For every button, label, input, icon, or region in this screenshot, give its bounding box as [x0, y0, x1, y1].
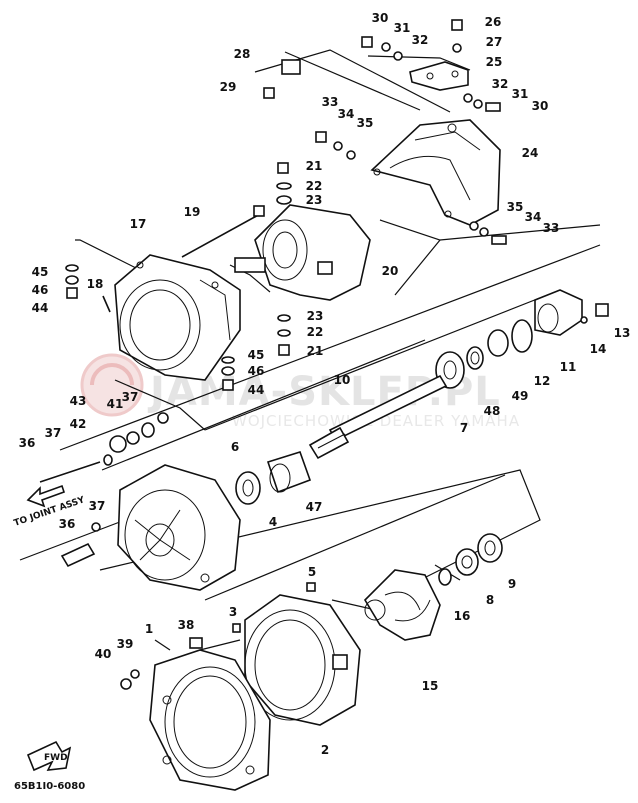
callout-32: 32 — [492, 77, 509, 91]
callout-47: 47 — [306, 500, 323, 514]
callout-45: 45 — [32, 265, 49, 279]
callout-25: 25 — [486, 55, 503, 69]
callout-22: 22 — [306, 179, 323, 193]
callout-39: 39 — [117, 637, 134, 651]
callout-30: 30 — [372, 11, 389, 25]
callout-28: 28 — [234, 47, 251, 61]
fasteners-left — [65, 264, 291, 391]
callout-44: 44 — [248, 383, 265, 397]
callout-36: 36 — [19, 436, 36, 450]
through-bolt-19 — [181, 205, 265, 258]
callout-31: 31 — [512, 87, 529, 101]
callout-37: 37 — [89, 499, 106, 513]
bearing-6-spacer-47 — [235, 451, 312, 505]
callout-36: 36 — [59, 517, 76, 531]
small-parts-3-5 — [232, 582, 316, 633]
callout-34: 34 — [338, 107, 355, 121]
plate-1 — [149, 649, 271, 791]
callout-34: 34 — [525, 210, 542, 224]
callout-33: 33 — [543, 221, 560, 235]
nozzle-cover-24 — [370, 119, 501, 226]
callout-35: 35 — [357, 116, 374, 130]
callout-7: 7 — [460, 421, 468, 435]
callout-26: 26 — [485, 15, 502, 29]
callout-17: 17 — [130, 217, 147, 231]
callout-37: 37 — [45, 426, 62, 440]
callout-9: 9 — [508, 577, 516, 591]
callout-21: 21 — [307, 344, 324, 358]
callout-48: 48 — [484, 404, 501, 418]
callout-10: 10 — [334, 373, 351, 387]
callout-19: 19 — [184, 205, 201, 219]
callout-35: 35 — [507, 200, 524, 214]
callout-16: 16 — [454, 609, 471, 623]
callout-41: 41 — [107, 397, 124, 411]
callout-46: 46 — [248, 364, 265, 378]
joint-assy-arrow: TO JOINT ASSY — [13, 484, 87, 529]
callout-27: 27 — [486, 35, 503, 49]
front-arrow-icon: FWD — [26, 740, 72, 772]
callout-31: 31 — [394, 21, 411, 35]
callout-42: 42 — [70, 417, 87, 431]
callout-24: 24 — [522, 146, 539, 160]
callout-23: 23 — [306, 193, 323, 207]
impeller-15 — [363, 569, 441, 641]
callout-12: 12 — [534, 374, 551, 388]
callout-49: 49 — [512, 389, 529, 403]
callout-30: 30 — [532, 99, 549, 113]
cap-11 — [511, 289, 609, 353]
callout-46: 46 — [32, 283, 49, 297]
callout-11: 11 — [560, 360, 577, 374]
callout-15: 15 — [422, 679, 439, 693]
callout-29: 29 — [220, 80, 237, 94]
callout-3: 3 — [229, 605, 237, 619]
callout-4: 4 — [269, 515, 277, 529]
callout-23: 23 — [307, 309, 324, 323]
duct-17 — [114, 254, 241, 381]
small-parts-36-43 — [39, 412, 169, 568]
callout-8: 8 — [486, 593, 494, 607]
impeller-housing-4 — [117, 464, 241, 591]
bearings-8-9 — [438, 533, 503, 586]
bracket-25 — [409, 61, 469, 91]
callout-20: 20 — [382, 264, 399, 278]
callout-37: 37 — [122, 390, 139, 404]
callout-21: 21 — [306, 159, 323, 173]
front-arrow-label: FWD — [44, 753, 68, 763]
callout-38: 38 — [178, 618, 195, 632]
callout-13: 13 — [614, 326, 631, 340]
callout-5: 5 — [308, 565, 316, 579]
callout-2: 2 — [321, 743, 329, 757]
joint-assy-label: TO JOINT ASSY — [13, 495, 87, 529]
callout-43: 43 — [70, 394, 87, 408]
callout-40: 40 — [95, 647, 112, 661]
callout-22: 22 — [307, 325, 324, 339]
callout-33: 33 — [322, 95, 339, 109]
callout-6: 6 — [231, 440, 239, 454]
callout-1: 1 — [145, 622, 153, 636]
diagram-code: 65B1I0-6080 — [14, 781, 85, 792]
fasteners-top — [263, 19, 507, 245]
bearings-7-48-49 — [435, 329, 509, 389]
housing-20 — [234, 204, 371, 301]
fasteners-38-40 — [120, 637, 203, 690]
callout-44: 44 — [32, 301, 49, 315]
callout-32: 32 — [412, 33, 429, 47]
drive-shaft-10 — [308, 374, 448, 460]
callout-18: 18 — [87, 277, 104, 291]
callout-45: 45 — [248, 348, 265, 362]
callout-14: 14 — [590, 342, 607, 356]
housing-2 — [244, 594, 361, 726]
